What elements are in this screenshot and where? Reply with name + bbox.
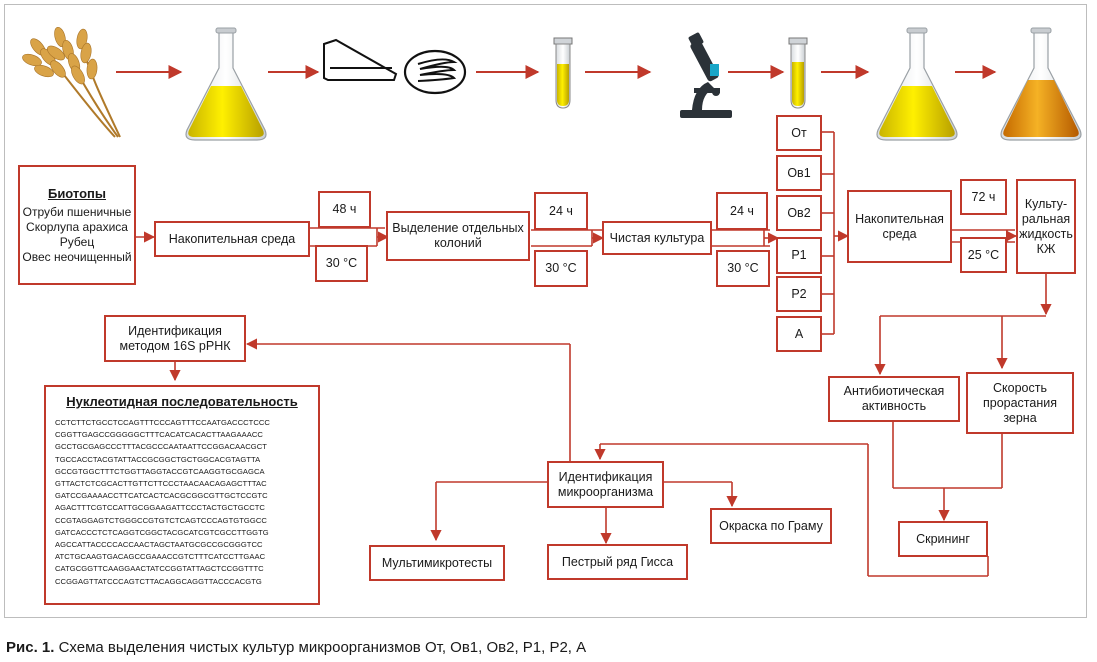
sequence-line: GATCACCCTCTCAGGTCGGCTACGCATCGTCGCCTTGGTG [55,527,269,537]
sequence-line: AGCCATTACCCCACCAACTAGCTAATGCGCCGCGGGTCC [55,540,263,550]
sequence-line: ATCTGCAAGTGACAGCCGAAACCGTCTTTCATCCTTGAAC [55,552,266,562]
test-tube-icon [553,37,573,109]
time-box-48h: 48 ч [318,191,371,228]
screening-box: Скрининг [898,521,988,557]
flask-yellow-icon [185,27,267,141]
sequence-line: CCTCTTCTGCCTCCAGTTTCCCAGTTTCCAATGACCCTCC… [55,418,270,427]
sequence-line: GCCGTGGCTTTCTGGTTAGGTACCGTCAAGGTGCGAGCA [55,466,265,476]
sequence-line: CATGCGGTTCAAGGAACTATCCGGTATTAGCTCCGGTTTC [55,564,264,574]
flask-yellow-icon [876,27,958,141]
microscope-icon [680,32,732,118]
multitests-box: Мультимикротесты [369,545,505,581]
enrichment-medium-box-1: Накопительная среда [154,221,310,257]
biotopes-title: Биотопы [47,185,107,201]
temp-box-30c-3: 30 °С [716,250,770,287]
sequence-line: CGGTTGAGCCGGGGGCTTTCACATCACACTTAAGAAACC [55,430,263,440]
strain-box-r2: Р2 [776,276,822,312]
temp-box-30c-2: 30 °С [534,250,588,287]
antibiotic-activity-box: Антибиотическая активность [828,376,960,422]
pure-culture-box: Чистая культура [602,221,712,255]
gram-stain-box: Окраска по Граму [710,508,832,544]
sequence-line: GCCTGCGAGCCCTTTACGCCCAATAATTCCGGACAACGCT [55,442,267,452]
enrichment-medium-box-2: Накопительная среда [847,190,952,263]
figure-frame [4,4,1087,618]
biotope-item: Рубец [59,234,95,249]
flow-connectors [136,131,1052,577]
nucleotide-sequence-box: Нуклеотидная последовательность CCTCTTCT… [44,385,320,605]
colony-isolation-box: Выделение отдельных колоний [386,211,530,261]
biotope-item: Овес неочищенный [22,249,132,264]
figure-caption: Рис. 1. Схема выделения чистых культур м… [6,639,586,656]
sequence-title: Нуклеотидная последовательность [66,394,298,409]
time-box-24h-1: 24 ч [534,192,588,230]
test-tube-icon [788,37,808,109]
time-box-24h-2: 24 ч [716,192,768,230]
sequence-lines: CCTCTTCTGCCTCCAGTTTCCCAGTTTCCAATGACCCTCC… [55,417,270,588]
strain-box-ov1: Ов1 [776,155,822,191]
sequence-line: GTTACTCTCGCACTTGTTCTTCCCTAACAACAGAGCTTTA… [55,479,267,489]
caption-label: Рис. 1. [6,639,55,656]
caption-text: Схема выделения чистых культур микроорга… [54,639,587,656]
sequence-line: TGCCACCTACGTATTACCGCGGCTGCTGGCACGTAGTTA [55,454,261,464]
petri-dish-icon [403,49,467,95]
identification-16s-box: Идентификация методом 16S рРНК [104,315,246,362]
identification-box: Идентификация микроорганизма [547,461,664,508]
biotope-item: Скорлупа арахиса [26,219,128,234]
culture-liquid-box: Культу-ральная жидкость КЖ [1016,179,1076,274]
germination-rate-box: Скорость прорастания зерна [966,372,1074,434]
strain-box-a: А [776,316,822,352]
biotope-item: Отруби пшеничные [22,204,132,219]
sequence-line: CCGGAGTTATCCCAGTCTTACAGGCAGGTTACCCACGTG [55,576,262,586]
strain-box-r1: Р1 [776,237,822,274]
strain-box-ot: От [776,115,822,151]
sequence-line: AGACTTTCGTCCATTGCGGAAGATTCCCTACTGCTGCCTC [55,503,265,513]
flask-orange-icon [1000,27,1082,141]
wheat-icon [22,26,121,138]
strain-box-ov2: Ов2 [776,195,822,231]
pipette-icon [323,38,398,81]
biotopes-box: Биотопы Отруби пшеничные Скорлупа арахис… [18,165,136,285]
sequence-line: CCGTAGGAGTCTGGGCCGTGTCTCAGTCCCAGTGTGGCC [55,515,267,525]
temp-box-30c-1: 30 °С [315,245,368,282]
sequence-line: GATCCGAAAACCTTCATCACTCACGCGGCGTTGCTCCGTC [55,491,268,501]
hiss-series-box: Пестрый ряд Гисса [547,544,688,580]
temp-box-25c: 25 °С [960,237,1007,273]
time-box-72h: 72 ч [960,179,1007,215]
